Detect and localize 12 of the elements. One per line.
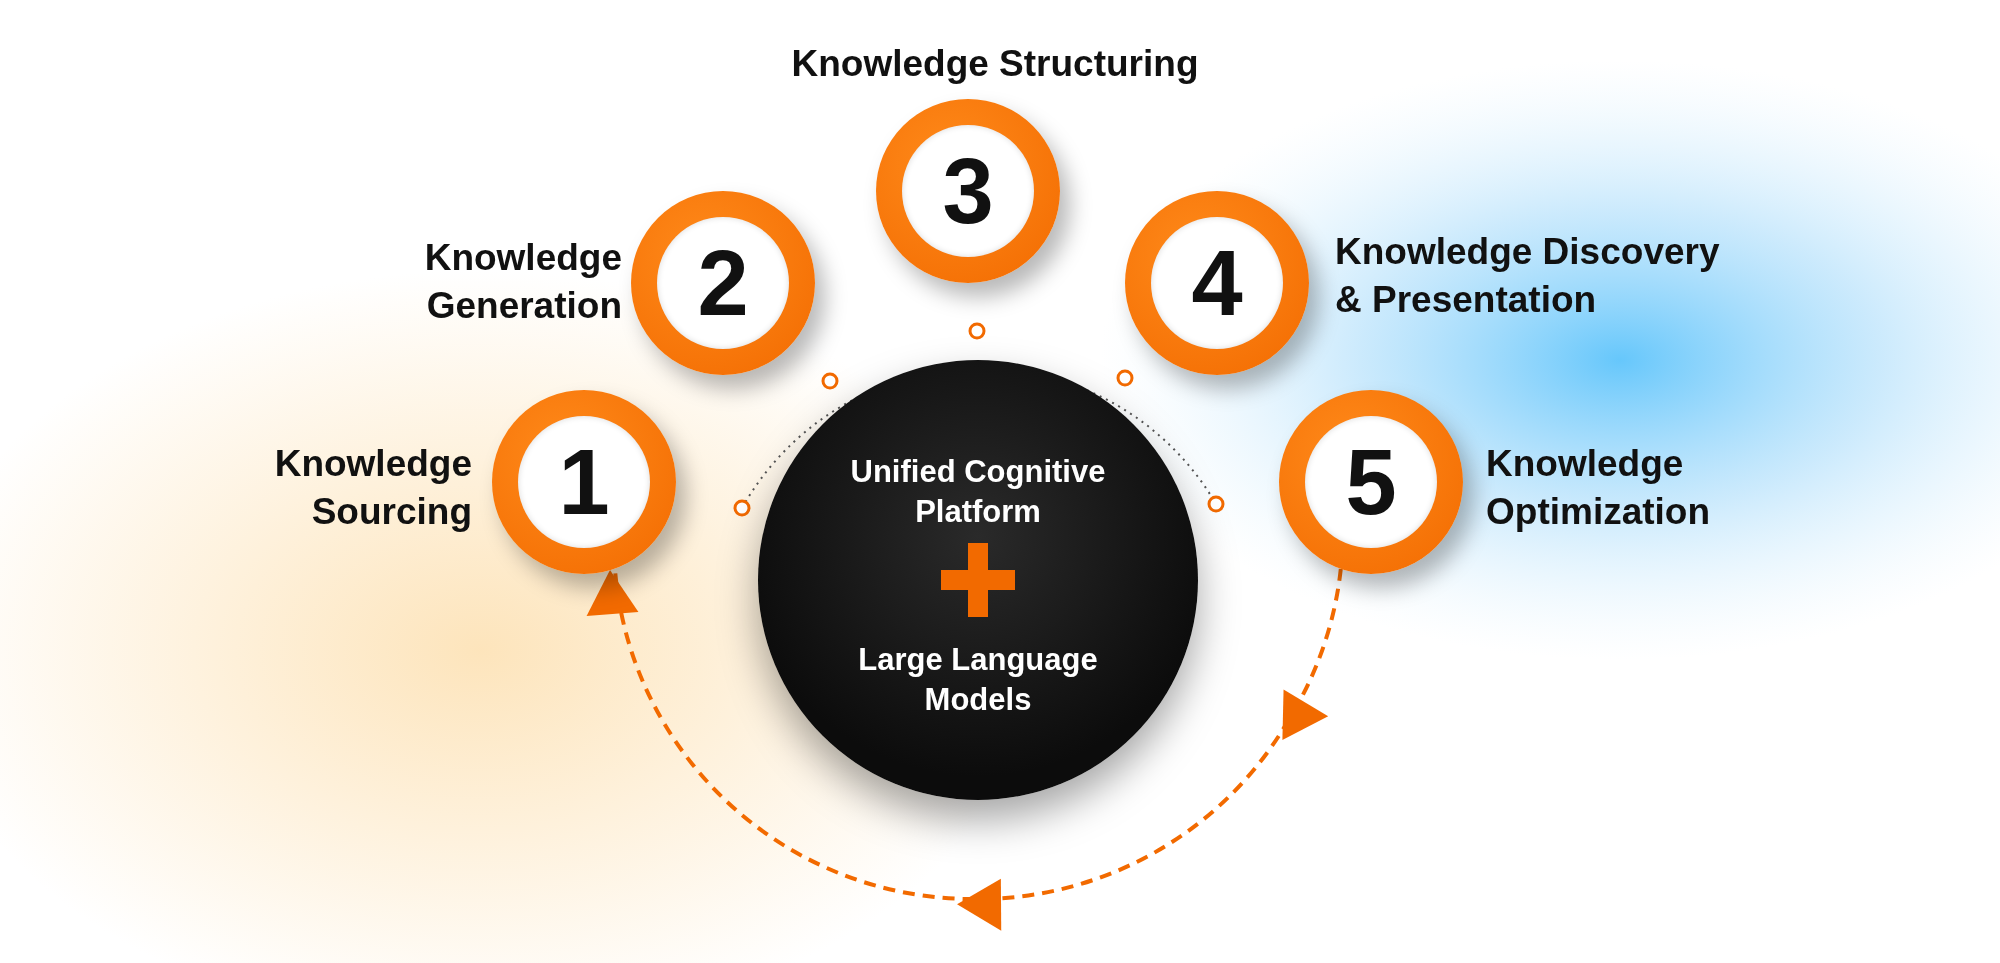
step-number: 5 bbox=[1305, 416, 1437, 548]
step-label: Knowledge Optimization bbox=[1486, 442, 1712, 535]
step-label: Knowledge Generation bbox=[423, 236, 622, 329]
step-number: 4 bbox=[1151, 217, 1283, 349]
step-number: 2 bbox=[657, 217, 789, 349]
platform-subtitle: Large Language Models bbox=[857, 641, 1099, 720]
step-label: Knowledge Discovery & Presentation bbox=[1335, 230, 1721, 323]
step-label: Knowledge Structuring bbox=[790, 42, 1200, 86]
step-label: Knowledge Sourcing bbox=[273, 442, 472, 535]
platform-title: Unified Cognitive Platform bbox=[849, 453, 1107, 532]
step-number: 3 bbox=[902, 125, 1034, 257]
step-number: 1 bbox=[518, 416, 650, 548]
